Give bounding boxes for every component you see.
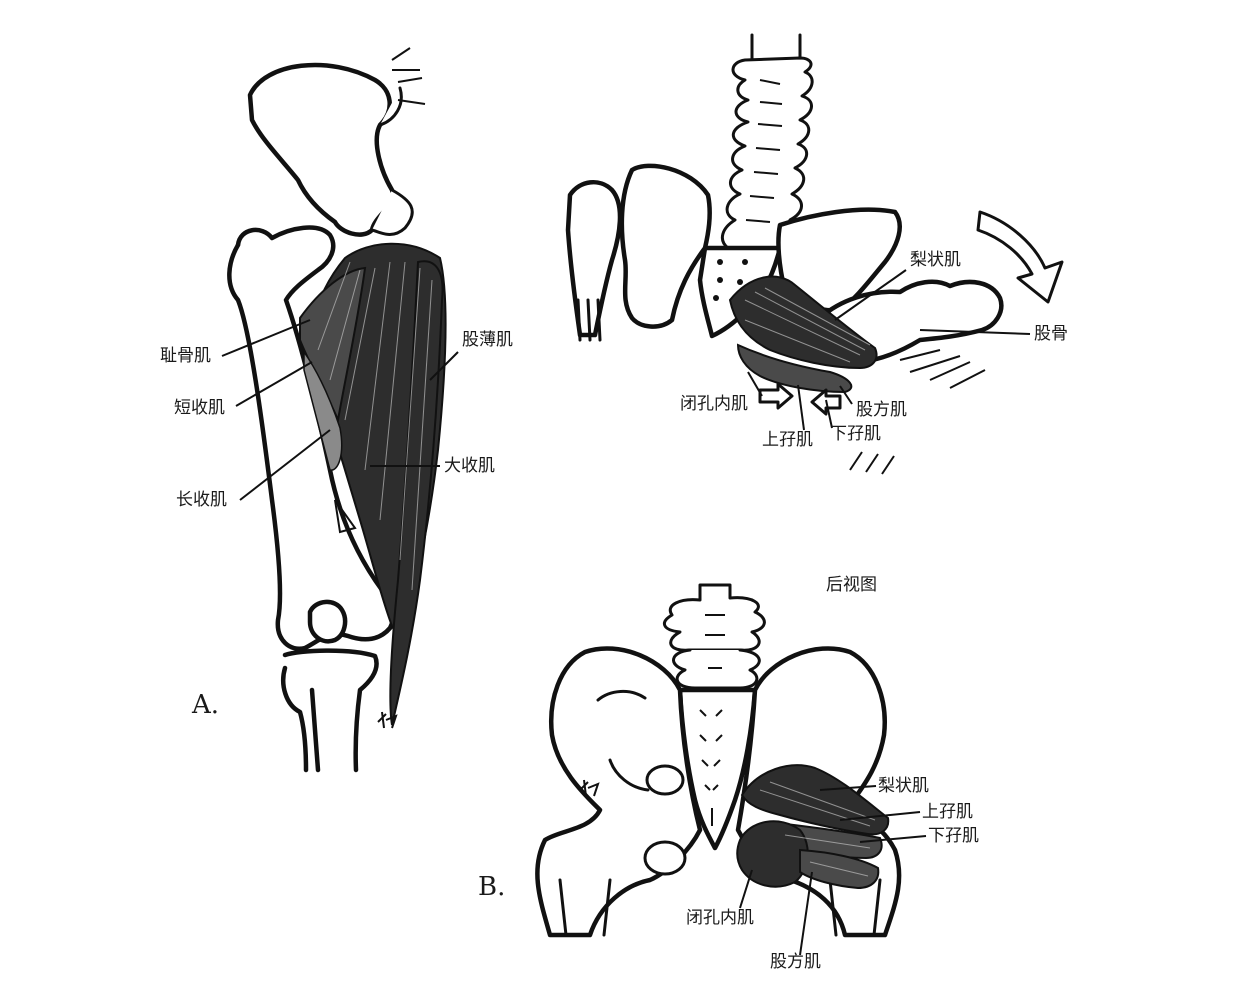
- leader-obturator-top: [747, 371, 763, 397]
- panel-a-letter: A.: [192, 690, 220, 720]
- sacrum-lines: [391, 47, 426, 105]
- femur-stubs: [558, 878, 882, 937]
- label-adductor-brevis: 短收肌: [174, 398, 225, 418]
- label-superior-gemellus-b: 上孖肌: [922, 802, 973, 822]
- panel-b-drawing: [535, 583, 927, 956]
- lumbar-spine: [720, 33, 814, 250]
- push-arrow-left: [758, 382, 794, 410]
- posterior-sacral-marks: [699, 709, 723, 826]
- leader-gracilis: [429, 351, 459, 381]
- left-ilium-inner: [596, 690, 650, 792]
- femur-shading: [899, 349, 986, 389]
- panel-a-drawing: [221, 47, 459, 773]
- leader-pectineus: [221, 319, 311, 357]
- panel-b-letter: B.: [478, 872, 506, 902]
- leader-inferior-gemellus-b: [859, 835, 927, 843]
- femur-head: [235, 225, 336, 303]
- leader-quadratus-top: [839, 385, 853, 405]
- label-pectineus: 耻骨肌: [160, 346, 211, 366]
- left-obturator-foramen: [643, 840, 687, 876]
- label-adductor-longus: 长收肌: [176, 490, 227, 510]
- label-obturator-internus-top: 闭孔内肌: [680, 394, 748, 414]
- posterior-muscle-fibers: [759, 781, 876, 877]
- label-piriformis-top: 梨状肌: [910, 250, 961, 270]
- label-quadratus-femoris-b: 股方肌: [770, 952, 821, 972]
- leader-inferior-gemellus-top: [825, 399, 833, 429]
- label-gracilis: 股薄肌: [462, 330, 513, 350]
- leader-femur: [919, 329, 1031, 335]
- label-adductor-magnus: 大收肌: [444, 456, 495, 476]
- artist-mark-a: [377, 711, 398, 729]
- label-view-title: 后视图: [826, 575, 877, 595]
- motion-hatch: [849, 451, 895, 475]
- label-inferior-gemellus-b: 下孖肌: [928, 826, 979, 846]
- left-hip-side: [565, 180, 623, 338]
- adductor-brevis-shape: [303, 349, 343, 471]
- leader-superior-gemellus-b: [839, 811, 921, 821]
- left-acetabulum: [645, 764, 685, 796]
- leader-adductor-longus: [239, 429, 331, 501]
- label-inferior-gemellus-top: 下孖肌: [830, 424, 881, 444]
- leader-piriformis-top: [834, 269, 907, 321]
- label-superior-gemellus-top: 上孖肌: [762, 430, 813, 450]
- posterior-piriformis: [740, 764, 890, 836]
- panel-top-right-drawing: [565, 33, 1064, 475]
- piriformis-fibers: [744, 287, 871, 363]
- femur-condyle: [307, 599, 348, 644]
- tibia: [282, 648, 379, 773]
- leader-obturator-b: [739, 869, 753, 909]
- rotation-arrow: [976, 210, 1064, 304]
- left-ilium: [619, 163, 712, 329]
- left-femur-stub: [576, 298, 602, 342]
- posterior-obturator-internus: [736, 820, 809, 888]
- leader-adductor-brevis: [235, 361, 313, 407]
- leader-superior-gemellus-top: [797, 384, 805, 431]
- adductor-hiatus: [334, 499, 357, 534]
- label-piriformis-b: 梨状肌: [878, 776, 929, 796]
- label-femur: 股骨: [1034, 324, 1068, 344]
- leader-piriformis-b: [819, 785, 877, 791]
- muscle-fibers: [317, 261, 433, 591]
- sacral-notch: [370, 86, 414, 236]
- label-obturator-internus-b: 闭孔内肌: [686, 908, 754, 928]
- leader-quadratus-b: [799, 871, 813, 956]
- fibula: [281, 665, 321, 773]
- hip-bone: [247, 62, 396, 237]
- label-quadratus-femoris-top: 股方肌: [856, 400, 907, 420]
- posterior-lumbar: [663, 583, 766, 690]
- artist-mark-b: [579, 779, 600, 797]
